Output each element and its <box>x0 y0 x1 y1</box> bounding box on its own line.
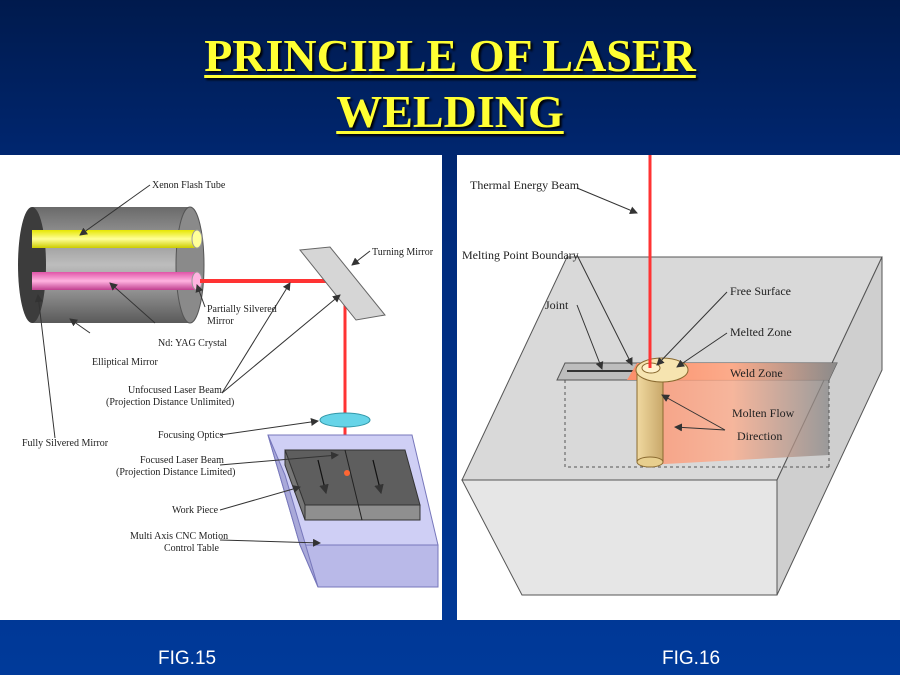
label-elliptical-mirror: Elliptical Mirror <box>92 357 158 368</box>
leader-molten-a <box>674 423 726 432</box>
label-partially-silvered-2: Mirror <box>207 316 234 327</box>
cylinder-end-left <box>18 207 46 323</box>
work-piece-front <box>304 504 421 521</box>
leader-melting <box>576 254 633 366</box>
label-unfocused-beam-2: (Projection Distance Unlimited) <box>106 397 234 408</box>
label-free-surface: Free Surface <box>730 284 791 298</box>
cylinder-end-right <box>175 206 205 324</box>
xenon-flash-tube <box>32 230 197 248</box>
weld-spot <box>344 470 350 476</box>
leader-thermal <box>576 187 638 214</box>
leader-xenon <box>79 184 151 236</box>
leader-focused <box>219 451 339 466</box>
fig16-caption: FIG.16 <box>662 648 721 669</box>
leader-ndyag <box>109 282 156 324</box>
molten-column-bottom <box>636 456 664 468</box>
molten-column <box>636 366 664 463</box>
cnc-table-front <box>299 544 439 588</box>
leader-optics <box>219 418 319 436</box>
focusing-lens <box>319 412 371 428</box>
title-line-1: PRINCIPLE OF LASER <box>204 30 696 81</box>
leader-workpiece <box>219 485 301 511</box>
fig15-caption: FIG.15 <box>158 648 217 669</box>
label-melted-zone: Melted Zone <box>730 325 792 339</box>
label-molten-flow-1: Molten Flow <box>732 406 795 420</box>
work-piece-seam <box>344 449 363 521</box>
leader-free <box>656 291 728 366</box>
label-cnc-1: Multi Axis CNC Motion <box>130 531 228 542</box>
weld-zone-wall <box>637 380 829 465</box>
leader-elliptical <box>69 318 91 334</box>
fig16-svg: Thermal Energy Beam Melting Point Bounda… <box>461 155 883 596</box>
fig15-svg: Xenon Flash Tube Turning Mirror Partiall… <box>18 180 439 588</box>
label-fully-silvered-mirror: Fully Silvered Mirror <box>22 438 109 449</box>
ndyag-crystal <box>32 272 197 290</box>
label-molten-flow-2: Direction <box>737 429 782 443</box>
label-focusing-optics: Focusing Optics <box>158 430 223 441</box>
elliptical-mirror-cylinder <box>32 207 190 323</box>
leader-cnc <box>219 538 321 547</box>
block-front <box>461 479 778 596</box>
xenon-tube-end <box>191 229 203 249</box>
leader-turning <box>351 250 371 266</box>
slide-title: PRINCIPLE OF LASER WELDING <box>0 28 900 140</box>
leader-partial <box>195 284 206 308</box>
work-piece-arrow-b <box>372 459 384 495</box>
label-melting-point-boundary: Melting Point Boundary <box>462 248 579 262</box>
title-line-2: WELDING <box>336 86 564 137</box>
label-joint: Joint <box>545 298 569 312</box>
leader-molten-b <box>661 394 726 431</box>
leader-fully <box>34 294 56 439</box>
label-turning-mirror: Turning Mirror <box>372 247 434 258</box>
label-ndyag-crystal: Nd: YAG Crystal <box>158 338 227 349</box>
label-unfocused-beam-1: Unfocused Laser Beam <box>128 385 222 396</box>
label-cnc-2: Control Table <box>164 543 220 554</box>
leader-joint <box>576 304 604 370</box>
leader-melted <box>676 332 728 368</box>
leader-unfocused-b <box>221 282 291 394</box>
label-xenon-flash-tube: Xenon Flash Tube <box>152 180 226 191</box>
fig16-diagram: Thermal Energy Beam Melting Point Bounda… <box>457 155 900 620</box>
label-focused-beam-1: Focused Laser Beam <box>140 455 224 466</box>
fig15-diagram: Xenon Flash Tube Turning Mirror Partiall… <box>0 155 442 620</box>
cutout-dashed-a <box>564 380 829 468</box>
label-weld-zone: Weld Zone <box>730 366 783 380</box>
label-thermal-energy-beam: Thermal Energy Beam <box>470 178 580 192</box>
cnc-table-side <box>267 434 319 588</box>
leader-unfocused-a <box>221 294 341 394</box>
label-partially-silvered-1: Partially Silvered <box>207 304 277 315</box>
work-piece-arrow-a <box>317 459 329 495</box>
label-focused-beam-2: (Projection Distance Limited) <box>116 467 235 478</box>
block-right-side <box>776 256 883 596</box>
label-work-piece: Work Piece <box>172 505 219 516</box>
